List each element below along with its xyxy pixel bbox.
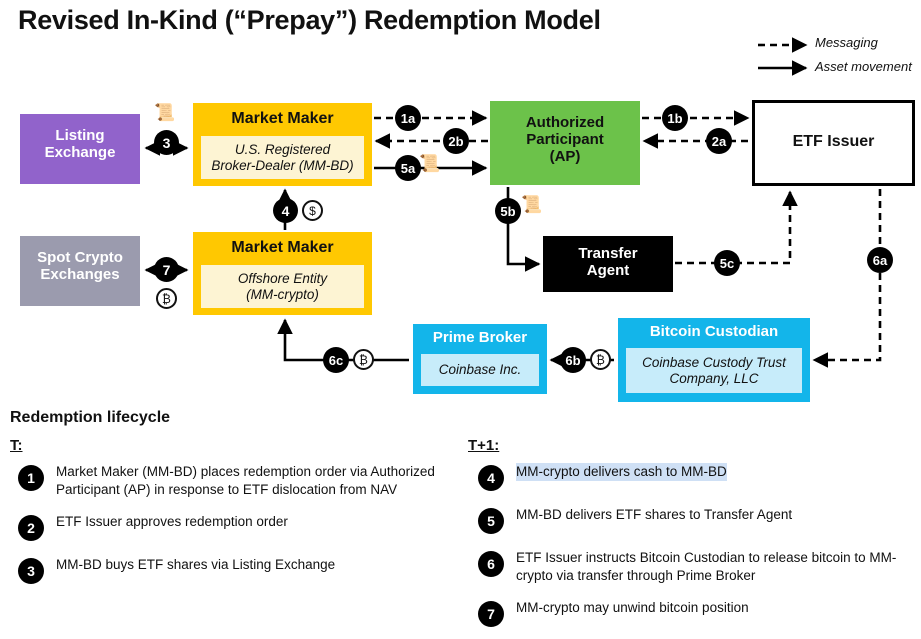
legend-label-messaging: Messaging xyxy=(815,35,878,50)
node-prime-broker-sublabel: Coinbase Inc. xyxy=(421,354,539,386)
flow-badge-3[interactable]: 3 xyxy=(154,130,179,155)
lifecycle-number-7: 7 xyxy=(478,600,504,627)
list-item[interactable]: 4 MM-crypto delivers cash to MM-BD xyxy=(468,463,918,491)
list-item[interactable]: 7 MM-crypto may unwind bitcoin position xyxy=(468,599,918,627)
flow-badge-1b[interactable]: 1b xyxy=(662,105,688,131)
lifecycle-number-3: 3 xyxy=(18,557,44,584)
lifecycle-text-6: ETF Issuer instructs Bitcoin Custodian t… xyxy=(516,550,897,583)
lifecycle-text-5: MM-BD delivers ETF shares to Transfer Ag… xyxy=(516,507,793,522)
page-title: Revised In-Kind (“Prepay”) Redemption Mo… xyxy=(18,5,601,35)
lifecycle-heading: Redemption lifecycle xyxy=(10,409,171,426)
flow-badge-2b[interactable]: 2b xyxy=(443,128,469,154)
lifecycle-list-t1: 4 MM-crypto delivers cash to MM-BD 5 MM-… xyxy=(468,463,918,639)
legend-row-messaging: Messaging xyxy=(755,33,920,57)
lifecycle-col-head-t1: T+1: xyxy=(468,437,500,454)
lifecycle-text-1: Market Maker (MM-BD) places redemption o… xyxy=(56,464,435,497)
legend-row-asset-movement: Asset movement xyxy=(755,57,920,81)
legend: Messaging Asset movement xyxy=(755,33,920,83)
bitcoin-icon-6c: ₿ xyxy=(353,349,374,370)
node-market-maker-crypto-label: Market Maker xyxy=(231,239,334,256)
node-bitcoin-custodian[interactable]: Bitcoin Custodian Coinbase Custody Trust… xyxy=(618,318,810,402)
flow-badge-4[interactable]: 4 xyxy=(273,198,298,223)
document-icon-3: 📜 xyxy=(154,103,176,122)
lifecycle-text-7: MM-crypto may unwind bitcoin position xyxy=(516,599,749,615)
node-prime-broker[interactable]: Prime Broker Coinbase Inc. xyxy=(413,324,547,394)
node-bitcoin-custodian-label: Bitcoin Custodian xyxy=(649,323,779,340)
lifecycle-col-head-t: T: xyxy=(10,437,23,454)
flow-badge-1a[interactable]: 1a xyxy=(395,105,421,131)
node-etf-issuer-label: ETF Issuer xyxy=(792,133,875,150)
node-etf-issuer[interactable]: ETF Issuer xyxy=(752,100,915,186)
flow-badge-2a[interactable]: 2a xyxy=(706,128,732,154)
flow-badge-6b[interactable]: 6b xyxy=(560,347,586,373)
lifecycle-text-2: ETF Issuer approves redemption order xyxy=(56,513,288,529)
node-market-maker-crypto[interactable]: Market Maker Offshore Entity(MM-crypto) xyxy=(193,232,372,315)
flow-badge-7[interactable]: 7 xyxy=(154,257,179,282)
lifecycle-text-4: MM-crypto delivers cash to MM-BD xyxy=(516,463,727,481)
list-item[interactable]: 5 MM-BD delivers ETF shares to Transfer … xyxy=(468,506,918,534)
flow-badge-5a[interactable]: 5a xyxy=(395,155,421,181)
dollar-icon: $ xyxy=(302,200,323,221)
lifecycle-number-4: 4 xyxy=(478,465,504,491)
lifecycle-number-6: 6 xyxy=(478,551,504,577)
flow-badge-6c[interactable]: 6c xyxy=(323,347,349,373)
node-market-maker-bd-label: Market Maker xyxy=(231,110,334,127)
list-item[interactable]: 3 MM-BD buys ETF shares via Listing Exch… xyxy=(8,556,458,584)
list-item[interactable]: 1 Market Maker (MM-BD) places redemption… xyxy=(8,463,458,499)
lifecycle-number-2: 2 xyxy=(18,514,44,541)
list-item[interactable]: 6 ETF Issuer instructs Bitcoin Custodian… xyxy=(468,549,918,585)
legend-label-asset-movement: Asset movement xyxy=(815,59,912,74)
bitcoin-icon-7: ₿ xyxy=(156,288,177,309)
node-market-maker-crypto-sublabel: Offshore Entity(MM-crypto) xyxy=(201,265,364,308)
node-prime-broker-label: Prime Broker xyxy=(432,329,528,346)
lifecycle-list-t: 1 Market Maker (MM-BD) places redemption… xyxy=(8,463,458,596)
flow-badge-5b[interactable]: 5b xyxy=(495,198,521,224)
flow-badge-6a[interactable]: 6a xyxy=(867,247,893,273)
list-item[interactable]: 2 ETF Issuer approves redemption order xyxy=(8,513,458,541)
lifecycle-text-3: MM-BD buys ETF shares via Listing Exchan… xyxy=(56,556,336,572)
flow-badge-5c[interactable]: 5c xyxy=(714,250,740,276)
document-icon-5b: 📜 xyxy=(521,195,543,214)
document-icon-5a: 📜 xyxy=(419,154,441,173)
lifecycle-number-1: 1 xyxy=(18,465,44,491)
lifecycle-number-5: 5 xyxy=(478,508,504,534)
bitcoin-icon-6b: ₿ xyxy=(590,349,611,370)
